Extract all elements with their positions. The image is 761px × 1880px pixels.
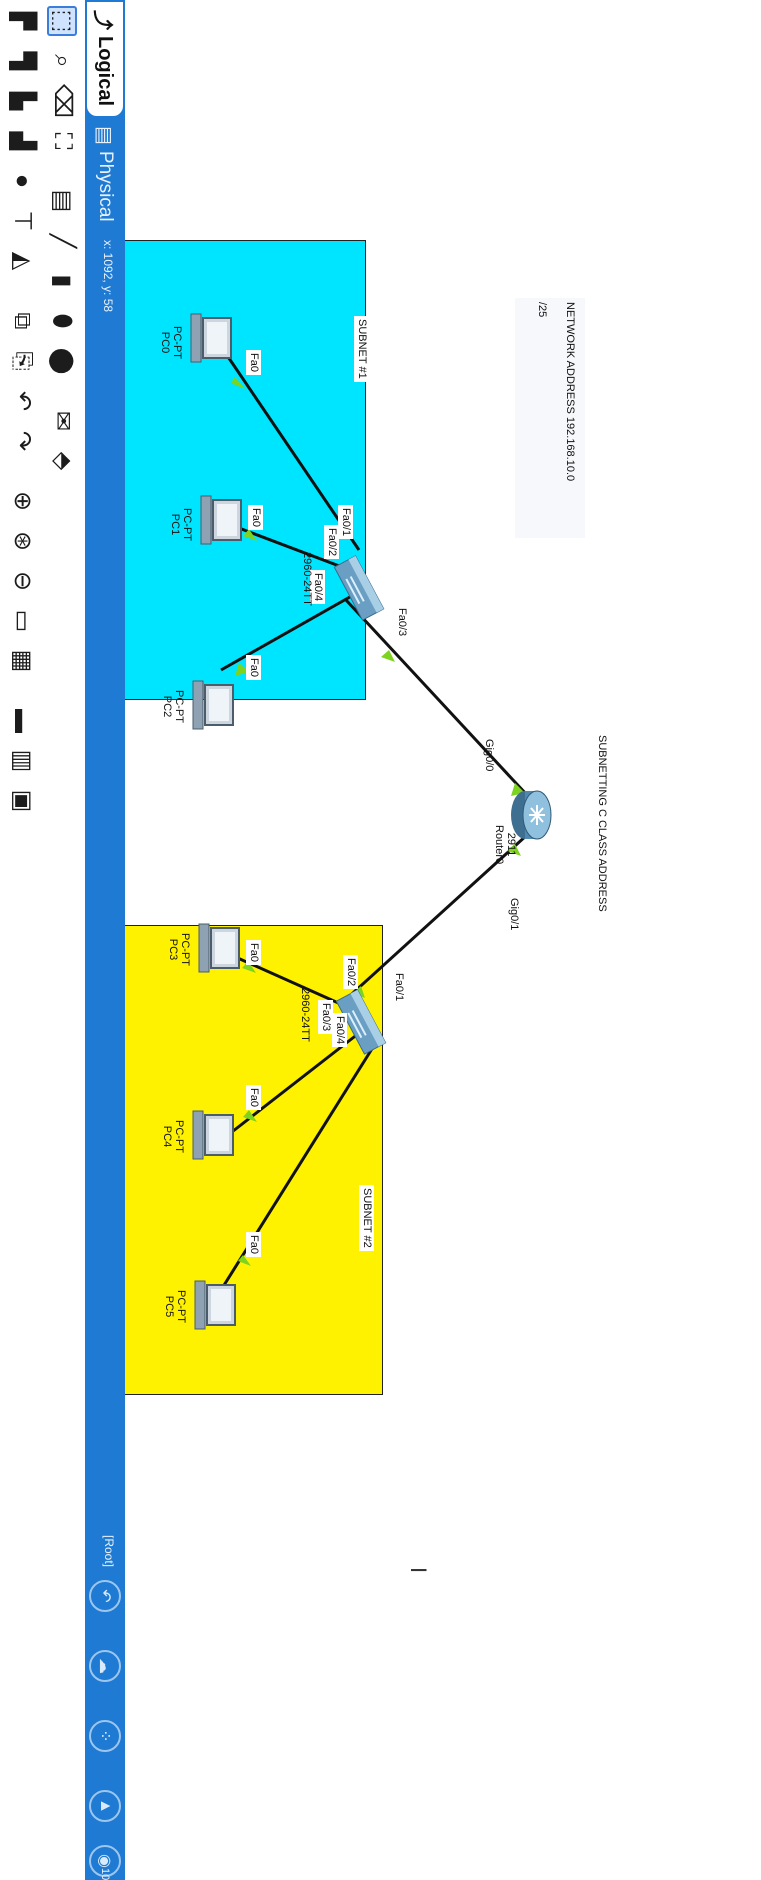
paste-icon[interactable]: ⎘ — [9, 351, 36, 371]
router-port-gig0-0: Gig0/0 — [483, 739, 495, 772]
physical-icon: ▤ — [93, 126, 116, 145]
pc-icon — [190, 313, 232, 363]
print-icon[interactable]: ▟ — [9, 131, 36, 151]
pc-icon — [192, 680, 234, 730]
pc3-port: Fa0 — [246, 940, 261, 965]
command-line-icon[interactable]: ▥ — [9, 749, 36, 773]
note-icon[interactable]: ▤ — [49, 189, 76, 213]
cluster-icon: ☁ — [96, 1658, 113, 1674]
undo-icon[interactable]: ↶ — [9, 390, 36, 412]
drawing-palette-icon[interactable]: ▭ — [9, 609, 36, 633]
globe-icon: ◉ — [96, 1854, 113, 1868]
common-tools-bar: ⬚ ⌕ ⌫ ⛶ ▤ ╱ ▮ ⬮ ⬤ ✉ ⬘ ▛ ▜ ▙ ▟ ● ⊤ ◭ ⧉ ⎘ … — [0, 0, 85, 1880]
pc2-port: Fa0 — [246, 655, 261, 680]
add-pdu-icon[interactable]: ✉ — [49, 410, 76, 432]
ellipse-icon[interactable]: ⬮ — [49, 313, 76, 329]
rectangle-icon[interactable]: ▮ — [49, 274, 76, 288]
freeform-icon[interactable]: ⬤ — [49, 347, 76, 375]
select-icon[interactable]: ⬚ — [47, 6, 77, 36]
back-button[interactable]: ↶ — [89, 1580, 121, 1612]
link-light — [238, 1255, 251, 1266]
link-light — [243, 1110, 257, 1122]
network-info-icon[interactable]: ⊤ — [9, 210, 36, 232]
link-light — [231, 377, 245, 389]
sw1-port-fa0-2: Fa0/2 — [343, 955, 358, 990]
line-icon[interactable]: ╱ — [49, 233, 76, 249]
resize-icon[interactable]: ⛶ — [49, 132, 76, 150]
save-icon[interactable]: ▙ — [9, 91, 36, 111]
zoom-reset-icon[interactable]: ⊛ — [9, 530, 36, 552]
set-tiled-background-button[interactable]: ▲ — [89, 1790, 121, 1822]
pc0-port: Fa0 — [246, 350, 261, 375]
sw0-model: 2960-24TT — [301, 552, 313, 606]
link-light — [381, 650, 395, 662]
link-light — [243, 529, 257, 541]
pc1-port: Fa0 — [248, 505, 263, 530]
links-layer — [190, 313, 552, 1330]
link-router-sw1 — [341, 833, 529, 1004]
clock-text: 10: — [99, 1868, 111, 1880]
link-pc2-sw0 — [220, 583, 372, 672]
pc4-port: Fa0 — [246, 1085, 261, 1110]
sw1-model: 2960-24TT — [299, 988, 311, 1042]
link-sw0-router — [344, 598, 529, 797]
redo-icon[interactable]: ↷ — [9, 430, 36, 452]
pc-icon — [194, 1280, 236, 1330]
root-breadcrumb[interactable]: [Root] — [102, 1535, 116, 1568]
zoom-out-icon[interactable]: ⊖ — [9, 570, 36, 592]
link-light — [507, 844, 521, 856]
sw0-port-fa0-3: Fa0/3 — [394, 605, 409, 640]
sw0-port-fa0-2: Fa0/2 — [324, 525, 339, 560]
link-light — [235, 663, 249, 676]
sw0-port-fa0-1: Fa0/1 — [338, 505, 353, 540]
move-icon: ⁘ — [96, 1729, 113, 1743]
switch0-icon — [333, 555, 385, 621]
sw1-port-fa0-1: Fa0/1 — [391, 970, 406, 1005]
tab-physical[interactable]: ▤ Physical — [93, 126, 117, 222]
zoom-in-icon[interactable]: ⊕ — [9, 490, 36, 512]
complex-pdu-icon[interactable]: ⬘ — [49, 451, 76, 471]
info-icon[interactable]: ● — [9, 173, 36, 189]
move-object-button[interactable]: ⁘ — [89, 1720, 121, 1752]
sw1-port-fa0-3: Fa0/3 — [318, 1000, 333, 1035]
link-pc0-sw0 — [218, 344, 361, 551]
inspect-icon[interactable]: ⌕ — [49, 54, 76, 68]
router-label[interactable]: 2911 Router0 — [492, 825, 517, 865]
new-icon[interactable]: ▛ — [9, 11, 36, 31]
router-icon — [511, 790, 552, 840]
pc-icon — [200, 495, 242, 545]
mountain-icon: ▲ — [97, 1798, 114, 1814]
new-cluster-button[interactable]: ☁ — [89, 1650, 121, 1682]
viewport-tool-icon[interactable]: ▣ — [9, 789, 36, 813]
router-port-gig0-1: Gig0/1 — [508, 898, 520, 931]
pc5-port: Fa0 — [246, 1232, 261, 1257]
python-ide-icon[interactable]: ▬ — [9, 709, 36, 733]
sw1-port-fa0-4: Fa0/4 — [332, 1013, 347, 1048]
pc-icon — [198, 923, 240, 973]
copy-icon[interactable]: ⧉ — [9, 312, 36, 330]
link-light — [242, 961, 256, 973]
back-arrow-icon: ↶ — [96, 1589, 113, 1603]
pc-icon — [192, 1110, 234, 1160]
text-cursor-icon: I — [406, 1567, 431, 1574]
switch1-icon — [335, 989, 387, 1055]
open-icon[interactable]: ▜ — [9, 51, 36, 71]
logical-workspace[interactable]: NETWORK ADDRESS 192.168.10.0 /25 SUBNETT… — [23, 0, 761, 1880]
activity-wizard-icon[interactable]: ◭ — [9, 251, 36, 271]
coordinate-readout: x: 1092, y: 58 — [101, 240, 115, 313]
delete-icon[interactable]: ⌫ — [49, 84, 76, 118]
tab-logical[interactable]: ⤴ Logical — [85, 0, 125, 118]
logical-icon: ⤴ — [91, 10, 114, 30]
custom-device-dialog-icon[interactable]: ▦ — [9, 649, 36, 673]
